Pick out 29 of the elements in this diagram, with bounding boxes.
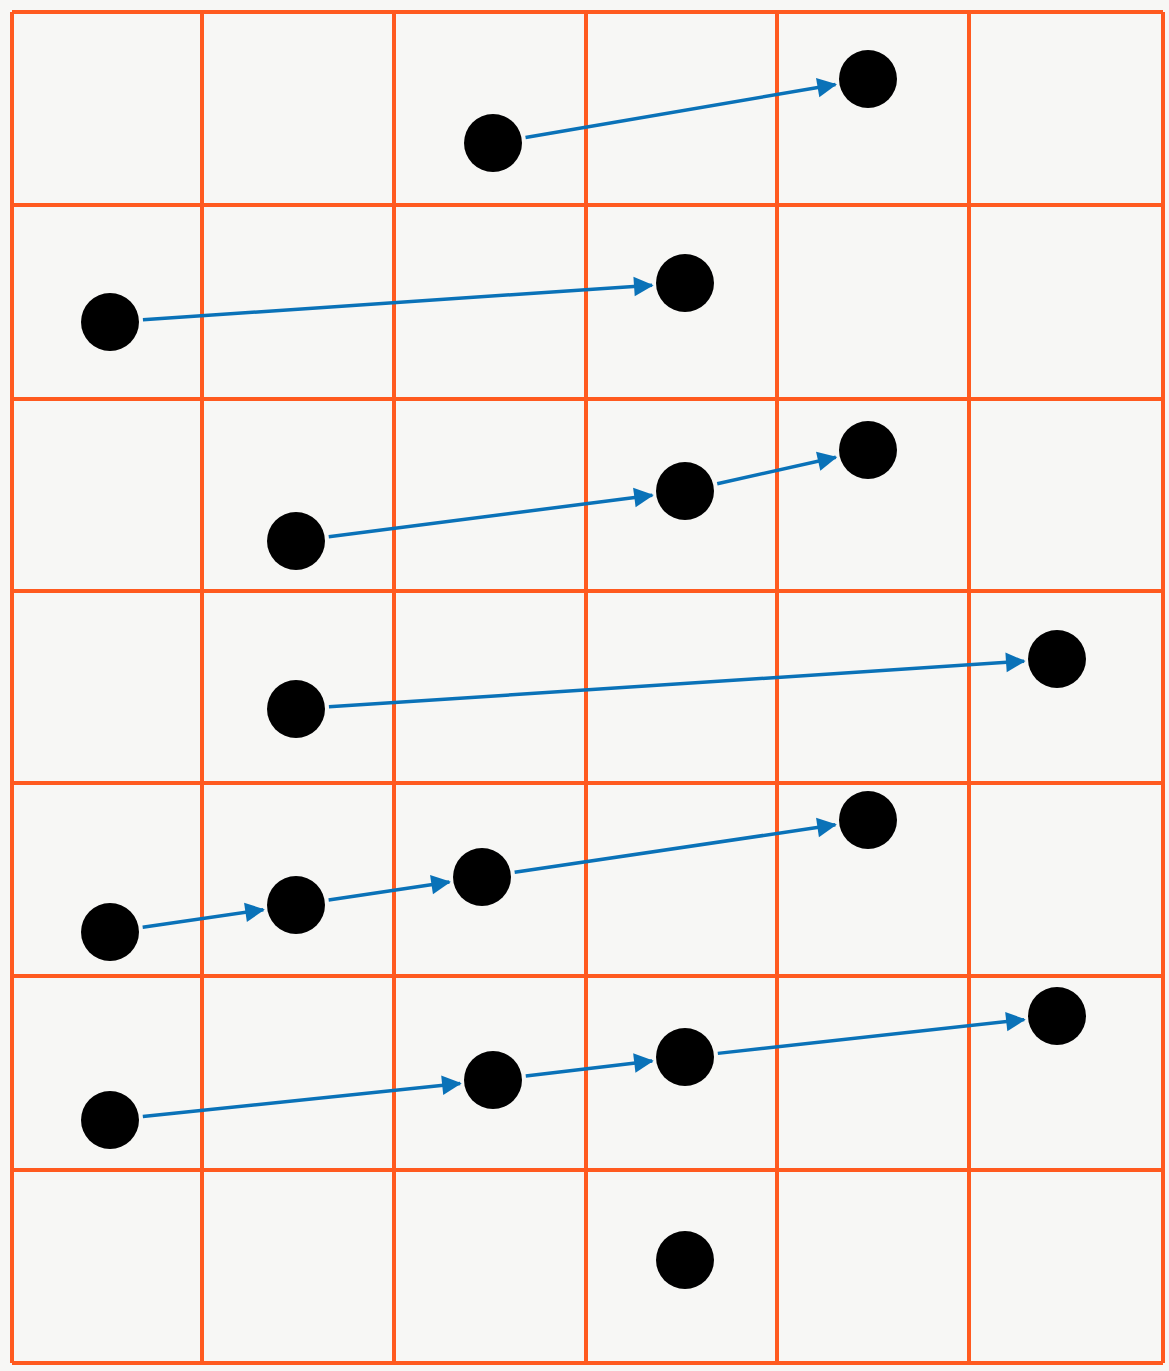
dot: [453, 848, 511, 906]
dot: [464, 1051, 522, 1109]
arrow: [142, 902, 265, 929]
dot: [839, 421, 897, 479]
arrow: [525, 1053, 654, 1078]
arrow: [142, 276, 654, 322]
dot: [81, 903, 139, 961]
arrow: [717, 1011, 1026, 1056]
dot: [839, 50, 897, 108]
dot: [656, 1028, 714, 1086]
arrow: [328, 487, 654, 539]
dot: [1028, 987, 1086, 1045]
dot: [81, 293, 139, 351]
arrow: [142, 1075, 462, 1119]
dot: [267, 680, 325, 738]
arrow: [525, 77, 837, 140]
dot: [839, 791, 897, 849]
dot: [464, 114, 522, 172]
arrow: [514, 817, 837, 874]
dot: [267, 876, 325, 934]
dot: [656, 1231, 714, 1289]
arrow: [328, 874, 451, 902]
dot: [656, 462, 714, 520]
dot: [1028, 630, 1086, 688]
dot: [267, 512, 325, 570]
dot: [656, 254, 714, 312]
arrow: [328, 652, 1026, 709]
dot: [81, 1091, 139, 1149]
arrow: [716, 451, 838, 486]
